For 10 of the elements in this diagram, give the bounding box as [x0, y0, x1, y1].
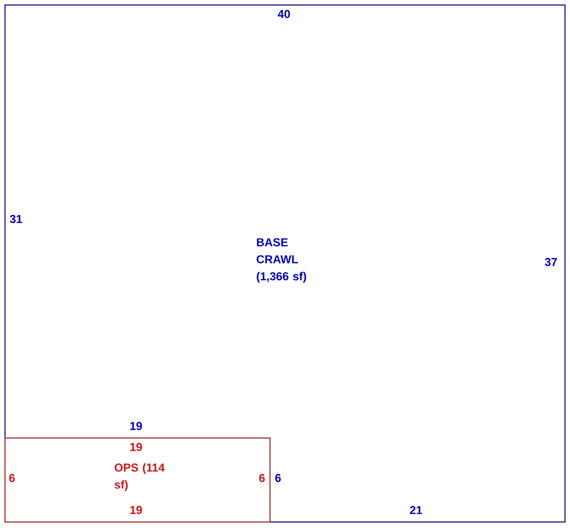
dimension-label: 6	[9, 474, 15, 482]
dimension-label: 19	[130, 506, 142, 514]
dimension-label: 19	[130, 442, 142, 452]
dimension-label: 40	[278, 10, 290, 18]
dimension-label: 31	[10, 214, 22, 224]
dimension-label: 6	[275, 474, 281, 482]
dimension-label: 21	[410, 506, 422, 514]
dimension-label: 37	[544, 258, 557, 266]
dimension-label: 6	[259, 474, 265, 482]
dimension-label: 19	[130, 422, 142, 430]
